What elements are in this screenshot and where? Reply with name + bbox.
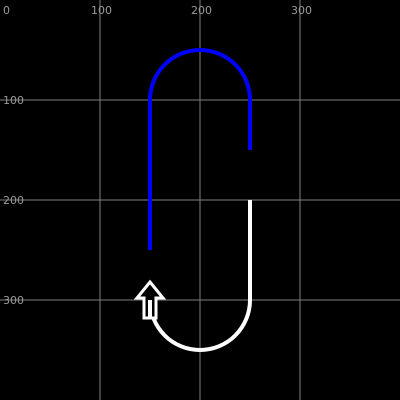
x-tick-label-300: 300 <box>291 4 312 17</box>
y-tick-label-300: 300 <box>3 294 24 307</box>
y-tick-label-100: 100 <box>3 94 24 107</box>
y-tick-label-200: 200 <box>3 194 24 207</box>
x-tick-label-200: 200 <box>191 4 212 17</box>
x-tick-label-100: 100 <box>91 4 112 17</box>
x-tick-label-0: 0 <box>3 4 10 17</box>
blue-hairpin-path <box>148 48 252 250</box>
